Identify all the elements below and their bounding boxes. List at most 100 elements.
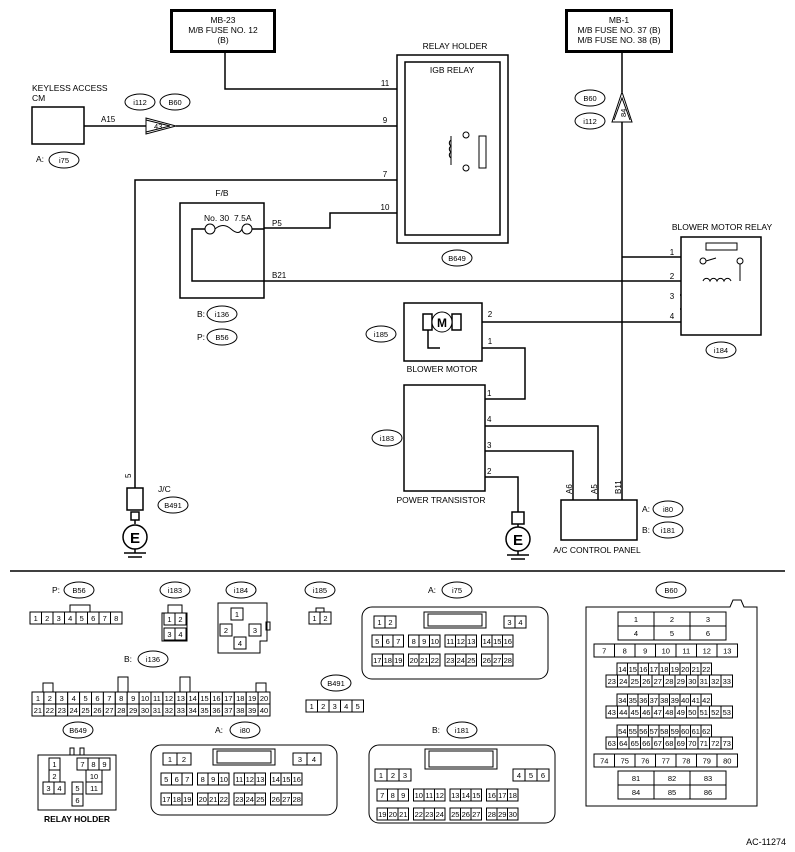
b60-pin-number: 18 [660, 665, 668, 674]
i181-pin-cell [536, 768, 550, 782]
i136-pin-number: 39 [248, 706, 256, 715]
i136-pin-number: 11 [153, 694, 161, 703]
i181-pin-number: 13 [451, 791, 459, 800]
b649-pin-cell [71, 793, 84, 807]
i80-pin-cell [218, 772, 230, 786]
i75-pin-number: 1 [377, 618, 381, 627]
i181-pin-number: 25 [451, 810, 459, 819]
blower-motor-relay: BLOWER MOTOR RELAY 1 2 3 4 i184 [670, 222, 772, 359]
b60-pin-number: 51 [700, 708, 708, 717]
i136-pin-number: 4 [72, 694, 76, 703]
svg-text:J/C: J/C [158, 484, 171, 494]
i80-pin-number: 16 [293, 775, 301, 784]
i75-pin-number: 10 [431, 637, 439, 646]
svg-text:i136: i136 [146, 655, 160, 664]
svg-text:2: 2 [487, 467, 492, 476]
svg-text:A:: A: [428, 585, 436, 595]
b60-pin-number: 83 [704, 774, 712, 783]
b649-pin-number: 5 [75, 784, 79, 793]
b60-pin-number: 26 [642, 677, 650, 686]
i181-pin-number: 9 [401, 791, 405, 800]
i75-pin-cell [429, 653, 441, 667]
i75-pin-number: 11 [446, 637, 454, 646]
b56-pin-number: 3 [57, 614, 61, 623]
i136-pin-number: 33 [177, 706, 185, 715]
i136-pin-number: 7 [107, 694, 111, 703]
b60-pin-cell [689, 784, 727, 800]
i185-pin-cell [319, 611, 332, 625]
i136-pin-number: 35 [200, 706, 208, 715]
i75-pin-number: 13 [467, 637, 475, 646]
i80-pin-cell [218, 792, 230, 806]
i136-pin-number: 30 [141, 706, 149, 715]
i75-pin-number: 16 [504, 637, 512, 646]
i136-pin-number: 31 [153, 706, 161, 715]
i136-pin-cell [257, 703, 271, 717]
i80-pin-number: 24 [246, 795, 254, 804]
b491-pin-number: 5 [356, 702, 360, 711]
i136-pin-number: 37 [224, 706, 232, 715]
i183-pin-number: 3 [167, 630, 171, 639]
i184-pin-number: 2 [224, 626, 228, 635]
b60-pin-number: 16 [639, 665, 647, 674]
i136-pin-number: 25 [81, 706, 89, 715]
svg-text:A:: A: [215, 725, 223, 735]
i80-pin-number: 12 [246, 775, 254, 784]
b60-pin-number: 70 [688, 739, 696, 748]
b60-pin-number: 67 [654, 739, 662, 748]
svg-text:IGB RELAY: IGB RELAY [430, 65, 475, 75]
i75-pin-number: 12 [457, 637, 465, 646]
b60-pin-number: 84 [632, 788, 640, 797]
i75-pin-number: 4 [518, 618, 522, 627]
i136-pin-number: 28 [117, 706, 125, 715]
i136-pin-number: 16 [212, 694, 220, 703]
i75-pin-number: 7 [396, 637, 400, 646]
i181-pin-number: 29 [498, 810, 506, 819]
svg-text:E: E [513, 532, 523, 549]
b60-pin-number: 80 [723, 757, 731, 766]
svg-text:i184: i184 [714, 346, 728, 355]
svg-text:i181: i181 [661, 526, 675, 535]
i80-pin-number: 19 [183, 795, 191, 804]
b60-pin-number: 48 [665, 708, 673, 717]
svg-text:i75: i75 [59, 156, 69, 165]
b60-pin-number: 14 [618, 665, 626, 674]
b649-pin-cell [85, 781, 103, 795]
i75-pin-cell [384, 615, 397, 629]
i136-pin-number: 38 [236, 706, 244, 715]
b60-pin-cell [720, 705, 733, 719]
b60-pin-number: 47 [654, 708, 662, 717]
svg-text:M: M [437, 316, 447, 330]
svg-text:CM: CM [32, 93, 45, 103]
b60-pin-number: 38 [660, 696, 668, 705]
svg-text:M/B FUSE NO. 38 (B): M/B FUSE NO. 38 (B) [577, 35, 660, 45]
i75-pin-number: 3 [507, 618, 511, 627]
i185-pin-number: 1 [312, 614, 316, 623]
i80-pin-number: 26 [272, 795, 280, 804]
svg-text:No. 30: No. 30 [204, 213, 229, 223]
b60-pin-number: 1 [634, 615, 638, 624]
fuse-mb23: MB-23 M/B FUSE NO. 12 (B) [170, 9, 276, 53]
i136-pin-number: 27 [105, 706, 113, 715]
b60-pin-number: 21 [692, 665, 700, 674]
i75-pin-number: 21 [420, 656, 428, 665]
svg-text:11: 11 [381, 79, 390, 88]
i80-pin-cell [306, 752, 322, 766]
b649-pin-number: 1 [52, 760, 56, 769]
i80-pin-number: 7 [185, 775, 189, 784]
b60-pin-number: 36 [639, 696, 647, 705]
i75-pin-number: 20 [410, 656, 418, 665]
i80-pin-number: 15 [282, 775, 290, 784]
b60-pin-cell [720, 674, 733, 688]
i181-pin-number: 11 [425, 791, 433, 800]
svg-text:B:: B: [124, 654, 132, 664]
b60-pin-number: 73 [723, 739, 731, 748]
svg-text:5: 5 [124, 473, 133, 478]
svg-text:B56: B56 [215, 333, 228, 342]
svg-text:7.5A: 7.5A [234, 213, 252, 223]
b60-pin-number: 25 [631, 677, 639, 686]
i80-pin-number: 22 [220, 795, 228, 804]
i181-pin-number: 28 [488, 810, 496, 819]
